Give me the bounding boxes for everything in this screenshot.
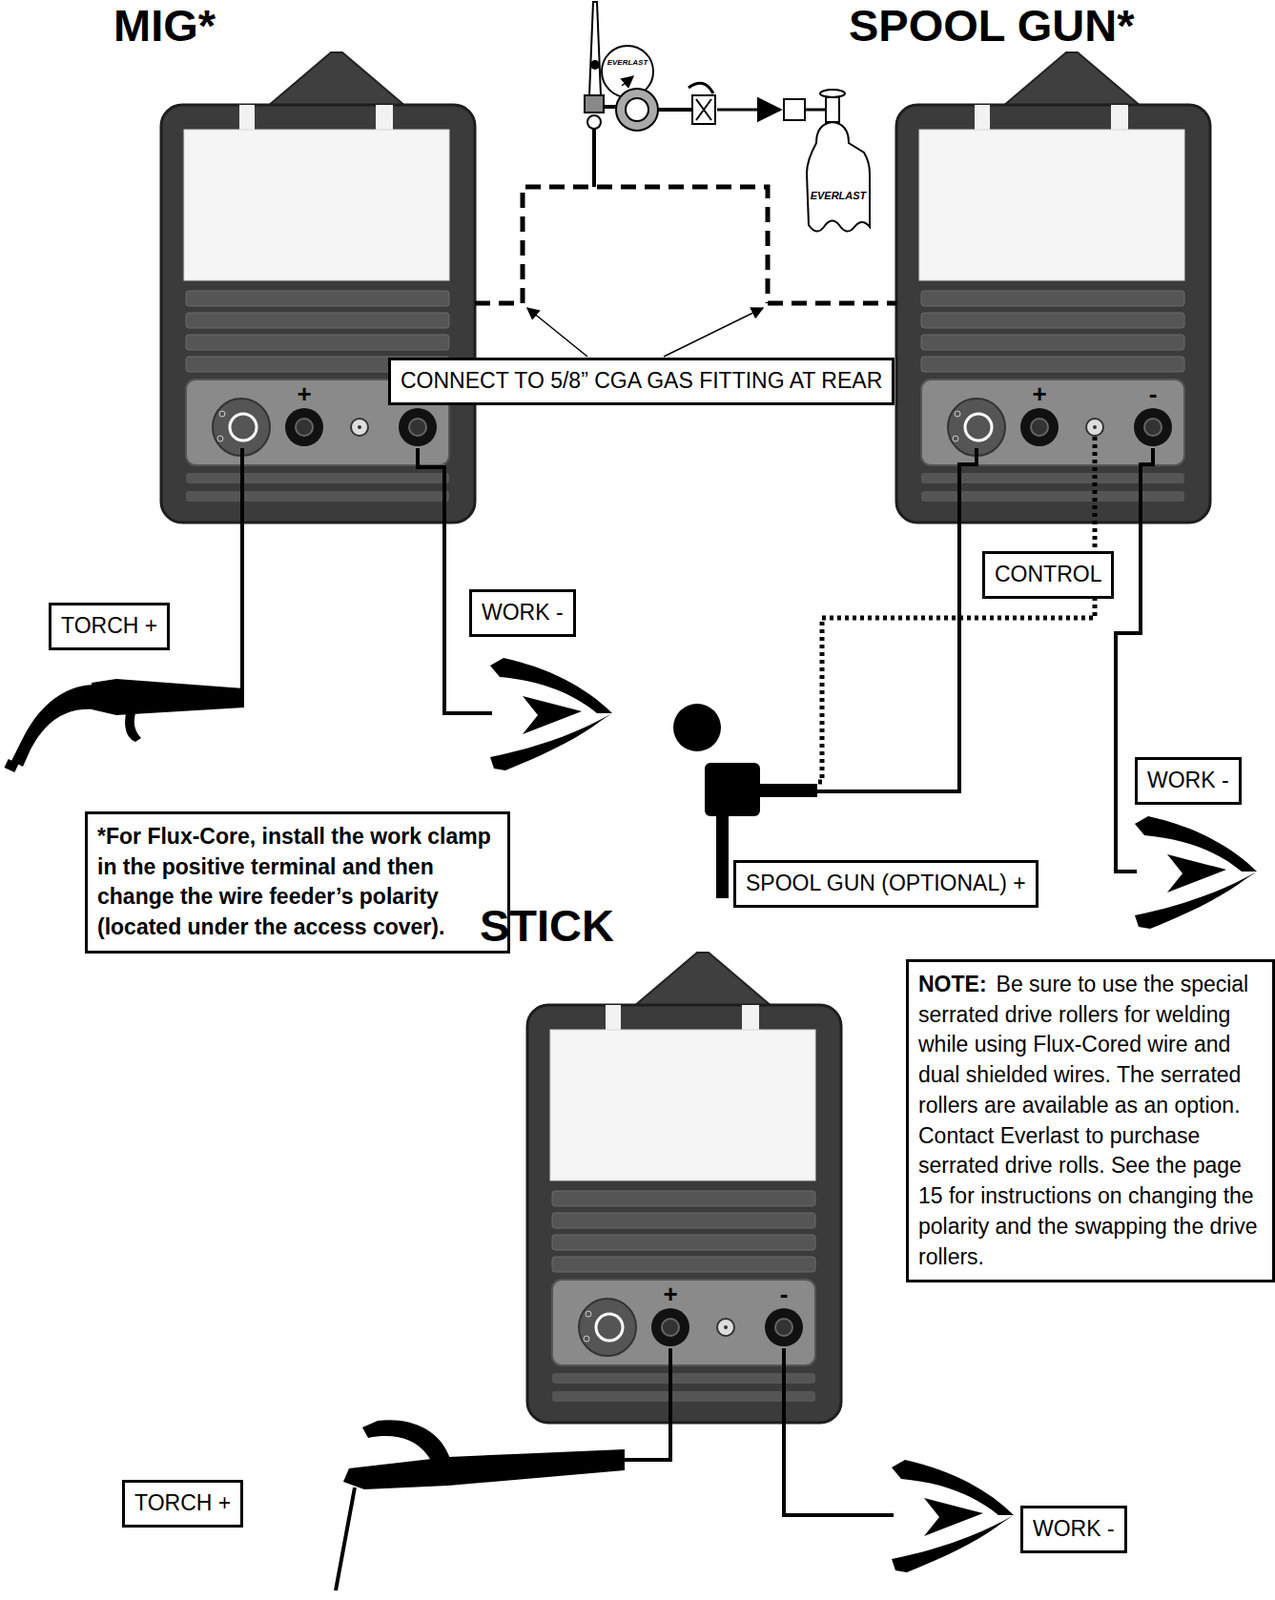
cga-fitting bbox=[692, 95, 716, 124]
gauge-needle bbox=[621, 76, 634, 86]
terminal-sign: + bbox=[1031, 381, 1047, 407]
terminal-sign: + bbox=[662, 1281, 678, 1307]
torch-trigger bbox=[124, 713, 142, 742]
work-cable bbox=[783, 1348, 894, 1516]
regulator-ring bbox=[616, 88, 659, 131]
cylinder-handwheel bbox=[820, 89, 845, 98]
flow-tube bbox=[589, 1, 601, 96]
work-clamp bbox=[1134, 816, 1257, 929]
leader-arrow bbox=[527, 308, 588, 357]
gas-hose bbox=[592, 128, 597, 187]
electrode-holder bbox=[335, 1419, 625, 1591]
terminal-sign: - bbox=[780, 1281, 789, 1307]
callout-box: TORCH + bbox=[48, 602, 170, 651]
flow-ball bbox=[590, 60, 600, 70]
gas-hose-split bbox=[522, 186, 768, 304]
valve-stem bbox=[804, 108, 826, 112]
callout-box: CONTROL bbox=[982, 551, 1114, 599]
callout-box: WORK - bbox=[1134, 757, 1242, 805]
label-text: WORK - bbox=[1147, 767, 1230, 793]
electrode-rod bbox=[335, 1487, 355, 1591]
label-text: CONNECT TO 5/8” CGA GAS FITTING AT REAR bbox=[400, 368, 883, 393]
work-cable bbox=[417, 448, 493, 714]
label-text: SPOOL GUN (OPTIONAL) + bbox=[745, 870, 1027, 896]
spool-gun-head bbox=[673, 703, 721, 752]
fitting-arrow bbox=[717, 108, 781, 112]
label-text: Be sure to use the special serrated driv… bbox=[918, 971, 1257, 1270]
label-text: CONTROL bbox=[994, 561, 1102, 587]
cylinder-neck bbox=[825, 97, 840, 123]
regulator-port bbox=[587, 115, 601, 129]
label-text: WORK - bbox=[1032, 1516, 1115, 1542]
holder-handle bbox=[343, 1449, 625, 1490]
callout-box: CONNECT TO 5/8” CGA GAS FITTING AT REAR bbox=[388, 357, 895, 406]
gas-hose-spool bbox=[767, 301, 897, 307]
terminal-sign: - bbox=[1149, 381, 1158, 407]
torch-cable bbox=[240, 448, 245, 699]
welder-machine: SPOOL GUN* bbox=[896, 104, 1211, 523]
callout-box: SPOOL GUN (OPTIONAL) + bbox=[733, 860, 1039, 908]
torch-neck bbox=[11, 684, 96, 767]
regulator-body bbox=[584, 95, 604, 113]
label-text: *For Flux-Core, install the work clamp i… bbox=[97, 823, 492, 940]
gas-regulator bbox=[584, 1, 870, 232]
machine-title: MIG* bbox=[113, 0, 216, 51]
brand-mark: EVERLAST bbox=[810, 190, 867, 202]
terminal-sign: + bbox=[296, 381, 311, 407]
gas-hose-mig bbox=[474, 301, 523, 307]
work-clamp bbox=[891, 1460, 1014, 1573]
work-cable bbox=[1115, 448, 1153, 872]
label-text: TORCH + bbox=[134, 1490, 231, 1516]
spool-gun-body bbox=[704, 762, 761, 817]
label-text: WORK - bbox=[481, 599, 564, 625]
leader-arrow bbox=[663, 308, 763, 357]
regulator-pipe bbox=[603, 104, 617, 109]
stick-welder bbox=[527, 952, 842, 1423]
note-heading: NOTE: bbox=[918, 971, 988, 997]
gas-hose-dashed bbox=[474, 186, 897, 304]
spool-gun-handle bbox=[716, 816, 729, 899]
work-clamp bbox=[490, 658, 613, 771]
electrode-cable bbox=[622, 1348, 671, 1461]
spool-gun-barrel bbox=[760, 783, 818, 798]
cylinder-valve bbox=[783, 99, 805, 121]
note-box: NOTE:Be sure to use the special serrated… bbox=[905, 959, 1275, 1283]
mig-welder bbox=[161, 52, 475, 523]
callout-box: WORK - bbox=[1020, 1505, 1128, 1554]
gas-cylinder bbox=[806, 122, 870, 232]
spool-gun-welder bbox=[896, 52, 1211, 523]
regulator-ring-inner bbox=[625, 98, 649, 122]
label-text: TORCH + bbox=[61, 613, 158, 638]
callout-box: WORK - bbox=[469, 589, 576, 638]
machine-title: SPOOL GUN* bbox=[848, 0, 1134, 51]
welder-machine: STICK bbox=[527, 1005, 842, 1423]
holder-lever bbox=[362, 1419, 451, 1461]
note-box: *For Flux-Core, install the work clamp i… bbox=[84, 811, 511, 954]
welder-machine: MIG* bbox=[161, 104, 475, 523]
regulator-outlet bbox=[658, 107, 693, 112]
torch-tip bbox=[3, 759, 19, 773]
machine-title: STICK bbox=[479, 900, 615, 951]
fitting-handle bbox=[688, 82, 714, 94]
callout-box: TORCH + bbox=[122, 1480, 244, 1528]
brand-mark: EVERLAST bbox=[607, 59, 649, 67]
mig-torch bbox=[3, 678, 245, 773]
torch-handle bbox=[91, 678, 245, 716]
control-cable bbox=[816, 436, 1095, 782]
